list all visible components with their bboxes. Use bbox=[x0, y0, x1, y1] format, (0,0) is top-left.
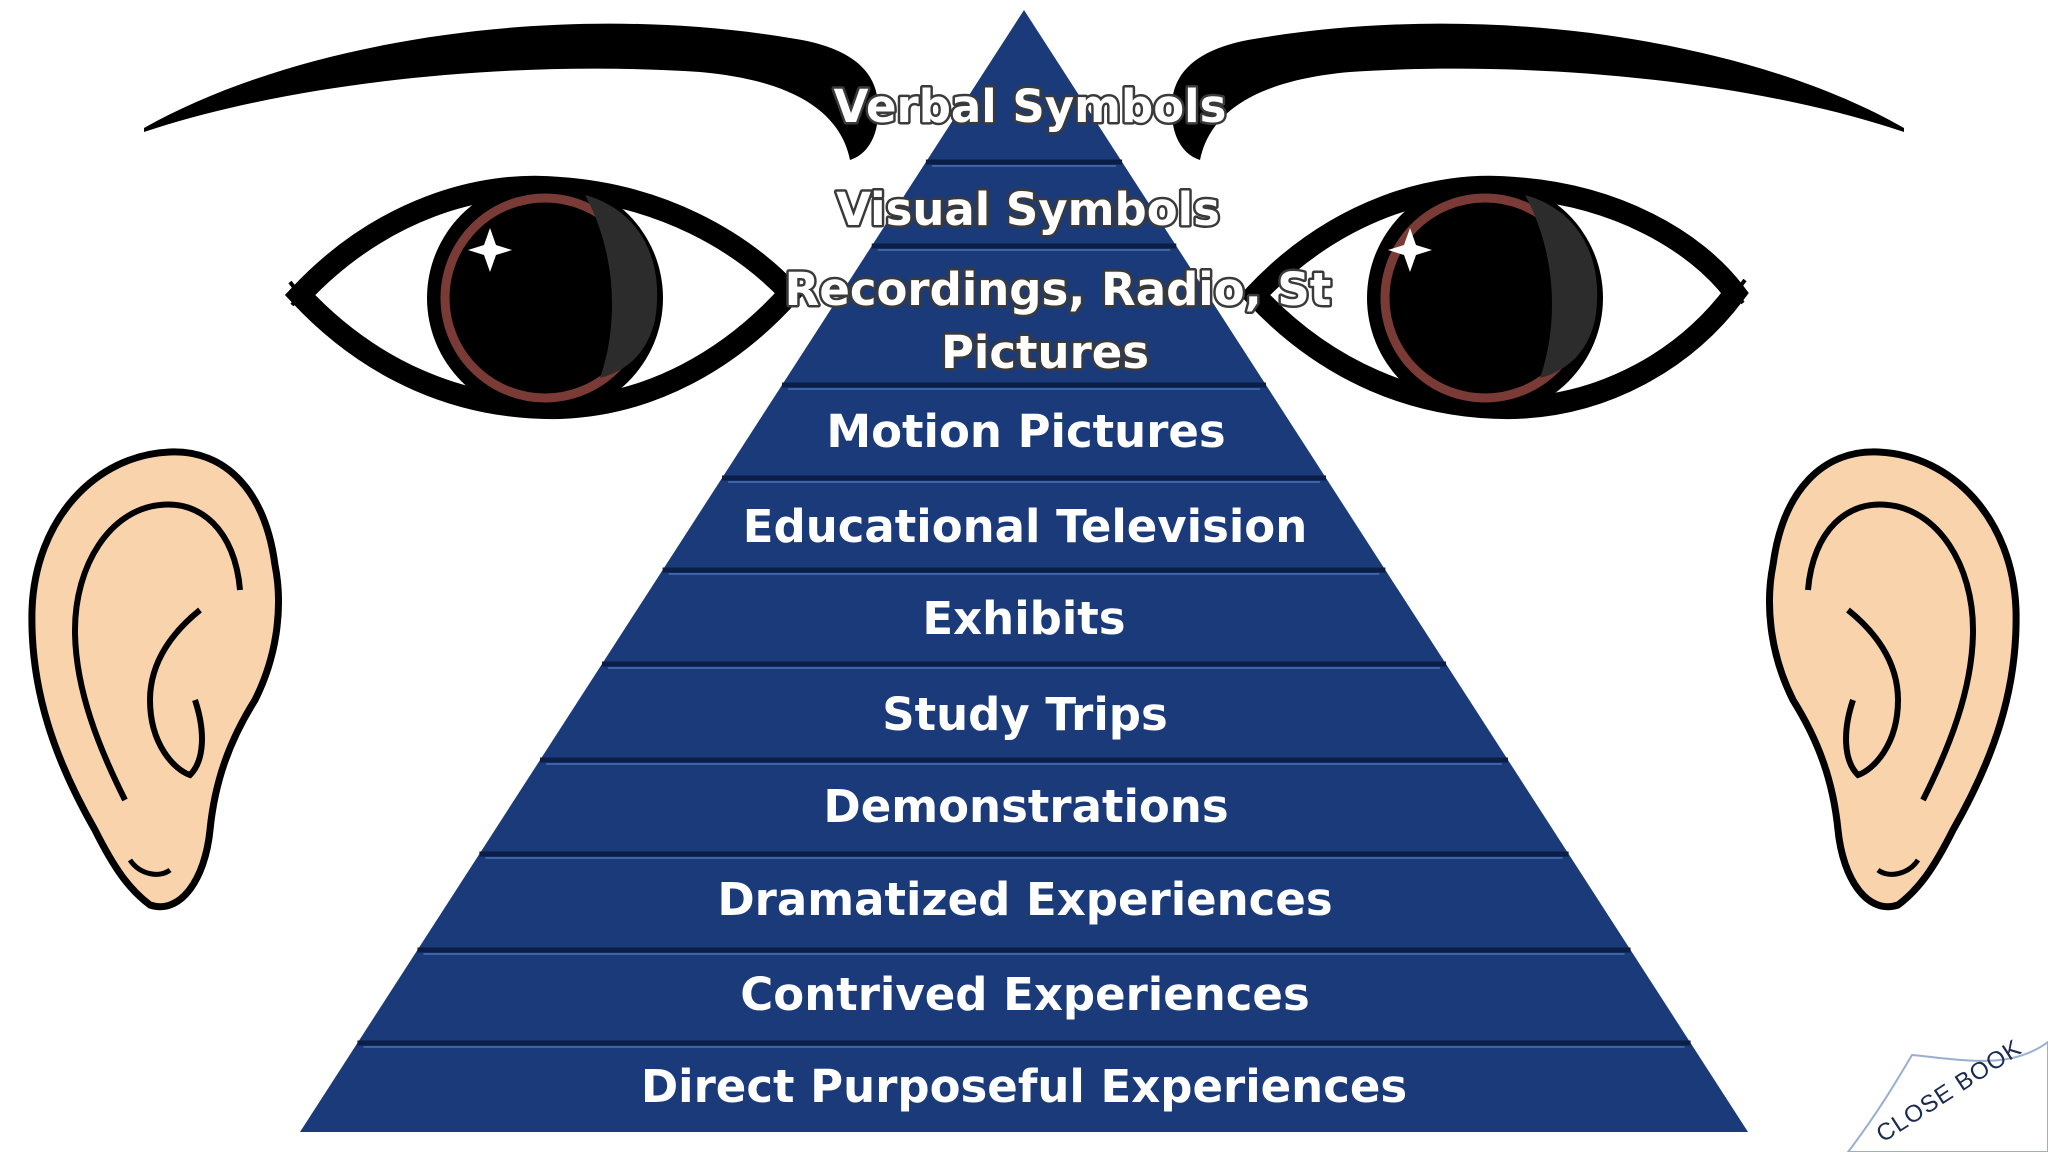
close-book-button[interactable]: CLOSE BOOK bbox=[1846, 1034, 2048, 1152]
level-study-trips: Study Trips bbox=[882, 688, 1168, 741]
level-recordings-line2: Pictures bbox=[941, 326, 1149, 379]
level-contrived-experiences: Contrived Experiences bbox=[740, 968, 1310, 1021]
pyramid-labels: Verbal Symbols Visual Symbols Recordings… bbox=[641, 78, 1407, 1114]
right-eyebrow-icon bbox=[1171, 23, 1904, 160]
right-eye-icon bbox=[1239, 175, 1749, 420]
level-dramatized-experiences: Dramatized Experiences bbox=[717, 873, 1332, 926]
band-separators bbox=[357, 159, 1691, 1048]
level-verbal-symbols: Verbal Symbols bbox=[834, 80, 1227, 133]
left-eyebrow-icon bbox=[144, 23, 879, 160]
page-curl-icon bbox=[1846, 1040, 2048, 1152]
level-recordings-line1: Recordings, Radio, St bbox=[785, 263, 1332, 316]
pyramid bbox=[300, 10, 1748, 1132]
level-direct-purposeful-experiences: Direct Purposeful Experiences bbox=[641, 1060, 1407, 1113]
level-exhibits: Exhibits bbox=[922, 592, 1125, 645]
level-motion-pictures: Motion Pictures bbox=[826, 405, 1225, 458]
right-ear-icon bbox=[1766, 448, 2020, 911]
level-visual-symbols: Visual Symbols bbox=[836, 183, 1220, 236]
left-ear-icon bbox=[28, 448, 282, 911]
left-eye-icon bbox=[284, 175, 805, 420]
level-demonstrations: Demonstrations bbox=[823, 780, 1228, 833]
level-educational-television: Educational Television bbox=[743, 500, 1307, 553]
